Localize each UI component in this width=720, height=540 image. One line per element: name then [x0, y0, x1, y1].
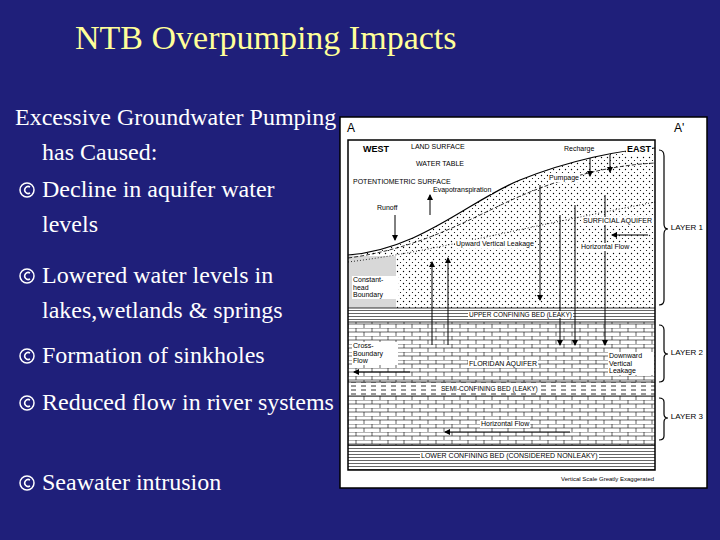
layer-brackets — [659, 150, 668, 440]
section-end-label: A — [346, 122, 356, 135]
flow-arrows — [354, 155, 648, 432]
surface-label: LAND SURFACE — [410, 143, 466, 151]
bullet-text: Formation of sinkholes — [42, 338, 334, 373]
bullet-text: Seawater intrusion — [42, 465, 334, 500]
strata — [348, 140, 655, 470]
surface-label: POTENTIOMETRIC SURFACE — [352, 178, 452, 186]
bed-label: UPPER CONFINING BED (LEAKY) — [468, 311, 573, 318]
intro-text: Excessive Groundwater Pumping has Caused… — [15, 100, 357, 170]
bullet-text: Reduced flow in river systems — [42, 385, 334, 420]
process-label: Recharge — [563, 145, 595, 153]
direction-label: EAST — [626, 145, 652, 155]
surface-label: WATER TABLE — [415, 160, 465, 168]
flow-label: Downward Vertical Leakage — [608, 352, 654, 375]
section-end-label: A' — [673, 122, 685, 135]
aquifer-label: SURFICIAL AQUIFER — [582, 217, 653, 225]
bullet-text: Lowered water levels in lakes,wetlands &… — [42, 258, 334, 328]
bed-label: LOWER CONFINING BED (CONSIDERED NONLEAKY… — [420, 452, 599, 460]
slide-title: NTB Overpumping Impacts — [75, 18, 457, 58]
boundary-label: Constant-head Boundary — [352, 276, 398, 299]
scale-note: Vertical Scale Greatly Exaggerated — [560, 476, 655, 483]
direction-label: WEST — [362, 145, 390, 155]
process-label: Runoff — [376, 204, 399, 212]
layer-label: LAYER 2 — [670, 349, 704, 358]
process-label: Evapotranspiration — [432, 186, 492, 194]
flow-label: Horizontal Flow — [480, 420, 530, 428]
diagram-panel — [340, 117, 707, 488]
bullet-text: Decline in aquifer water levels — [42, 172, 334, 242]
flow-label: Upward Vertical Leakage — [455, 240, 535, 248]
bullet-marks — [20, 183, 34, 490]
aquifer-label: FLORIDAN AQUIFER — [468, 360, 538, 368]
process-label: Pumpage — [548, 174, 580, 182]
flow-label: Cross-Boundary Flow — [352, 342, 398, 365]
flow-label: Horizontal Flow — [580, 243, 630, 251]
bed-label: SEMI-CONFINING BED (LEAKY) — [440, 385, 539, 392]
layer-label: LAYER 3 — [670, 413, 704, 422]
layer-label: LAYER 1 — [670, 224, 704, 233]
